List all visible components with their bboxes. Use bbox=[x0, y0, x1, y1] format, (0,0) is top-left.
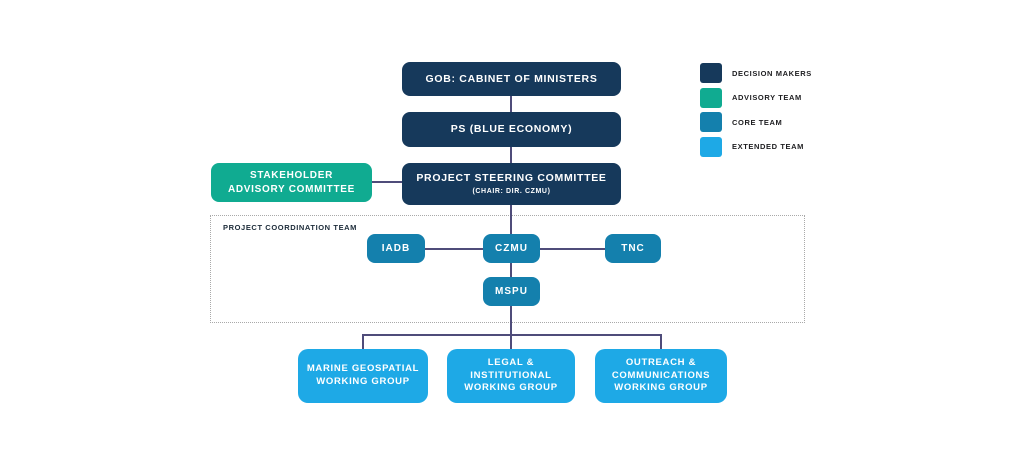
advisory-team-swatch bbox=[700, 87, 722, 108]
node-gob-label: GOB: CABINET OF MINISTERS bbox=[425, 72, 598, 85]
legend: DECISION MAKERS ADVISORY TEAM CORE TEAM … bbox=[700, 63, 812, 157]
node-mspu-label: MSPU bbox=[495, 285, 528, 297]
node-legal-institutional-working-group: LEGAL & INSTITUTIONAL WORKING GROUP bbox=[447, 349, 575, 403]
project-coordination-team-box: PROJECT COORDINATION TEAM bbox=[210, 215, 805, 323]
node-psc-label: PROJECT STEERING COMMITTEE bbox=[416, 172, 607, 185]
core-team-label: CORE TEAM bbox=[732, 117, 783, 127]
connector-gob-ps bbox=[510, 96, 512, 112]
connector-stub-outreach bbox=[660, 334, 662, 349]
project-coordination-team-label: PROJECT COORDINATION TEAM bbox=[223, 223, 358, 232]
legend-item-decision-makers: DECISION MAKERS bbox=[700, 63, 812, 83]
extended-team-label: EXTENDED TEAM bbox=[732, 142, 804, 151]
node-iadb-label: IADB bbox=[381, 242, 411, 254]
node-psc-sublabel: (CHAIR: DIR. CZMU) bbox=[472, 188, 551, 196]
node-project-steering-committee: PROJECT STEERING COMMITTEE (CHAIR: DIR. … bbox=[402, 163, 621, 205]
connector-czmu-mspu bbox=[510, 263, 512, 277]
node-outreach-communications-working-group: OUTREACH & COMMUNICATIONS WORKING GROUP bbox=[595, 349, 727, 403]
node-stakeholder-advisory-committee: STAKEHOLDER ADVISORY COMMITTEE bbox=[211, 163, 372, 202]
node-czmu: CZMU bbox=[483, 234, 540, 263]
node-iadb: IADB bbox=[367, 234, 425, 263]
legend-item-core-team: CORE TEAM bbox=[700, 112, 812, 132]
decision-makers-swatch bbox=[700, 63, 722, 83]
decision-makers-label: DECISION MAKERS bbox=[732, 68, 812, 78]
node-wg-outreach-label: OUTREACH & COMMUNICATIONS WORKING GROUP bbox=[611, 356, 711, 394]
legend-item-advisory-team: ADVISORY TEAM bbox=[700, 87, 812, 108]
node-marine-geospatial-working-group: MARINE GEOSPATIAL WORKING GROUP bbox=[298, 349, 428, 403]
connector-psc-czmu bbox=[510, 205, 512, 234]
connector-czmu-tnc bbox=[540, 248, 605, 250]
core-team-swatch bbox=[700, 112, 722, 132]
extended-team-swatch bbox=[700, 136, 722, 157]
node-ps-blue-economy: PS (BLUE ECONOMY) bbox=[402, 112, 621, 147]
connector-ps-psc bbox=[510, 147, 512, 163]
connector-sac-psc bbox=[372, 181, 402, 183]
node-mspu: MSPU bbox=[483, 277, 540, 306]
node-wg-marine-label: MARINE GEOSPATIAL WORKING GROUP bbox=[306, 363, 420, 387]
connector-stub-legal bbox=[510, 334, 512, 349]
connector-iadb-czmu bbox=[425, 248, 483, 250]
connector-stub-marine bbox=[362, 334, 364, 349]
legend-item-extended-team: EXTENDED TEAM bbox=[700, 136, 812, 157]
node-ps-label: PS (BLUE ECONOMY) bbox=[450, 123, 573, 136]
advisory-team-label: ADVISORY TEAM bbox=[732, 93, 802, 102]
node-tnc-label: TNC bbox=[621, 242, 645, 254]
node-czmu-label: CZMU bbox=[495, 242, 528, 254]
connector-branch-horizontal bbox=[362, 334, 662, 336]
node-wg-legal-label: LEGAL & INSTITUTIONAL WORKING GROUP bbox=[464, 356, 558, 394]
node-sac-label: STAKEHOLDER ADVISORY COMMITTEE bbox=[227, 170, 356, 195]
node-tnc: TNC bbox=[605, 234, 661, 263]
node-gob-cabinet-of-ministers: GOB: CABINET OF MINISTERS bbox=[402, 62, 621, 96]
connector-mspu-branch bbox=[510, 306, 512, 335]
